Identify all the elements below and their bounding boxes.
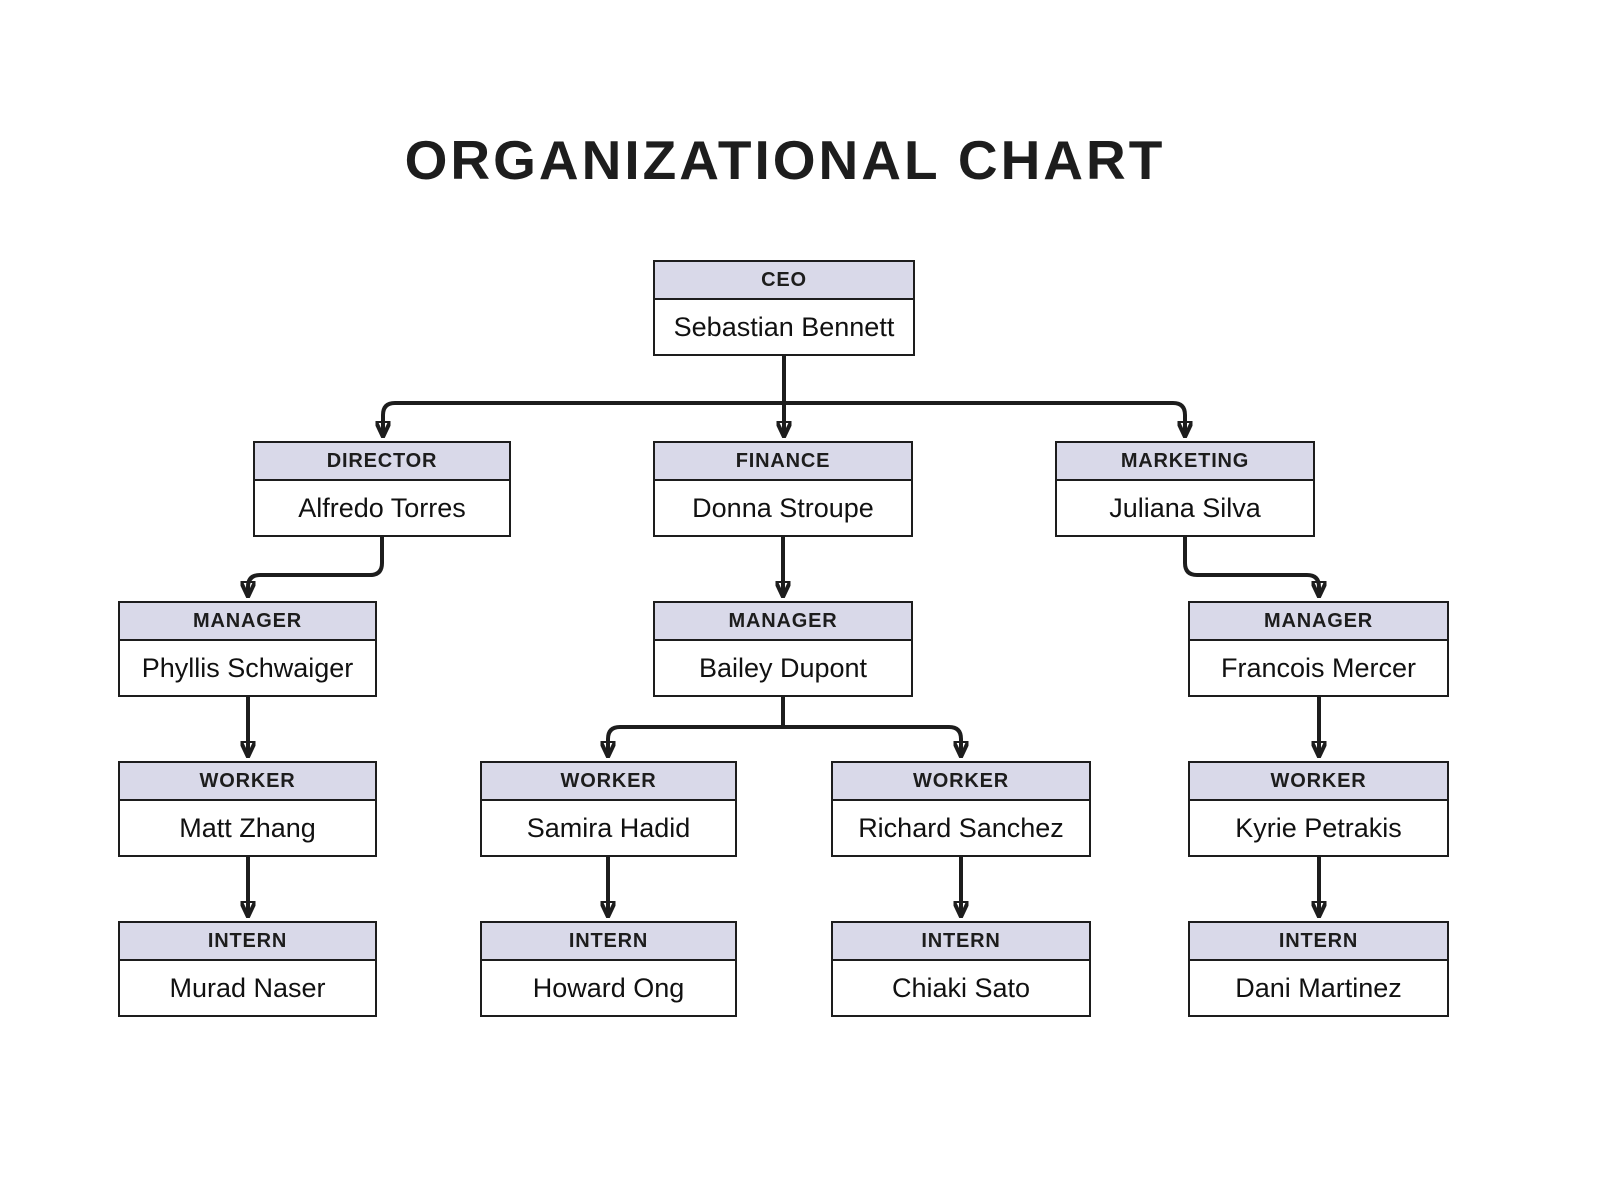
role-label: INTERN xyxy=(482,923,735,961)
role-label: MARKETING xyxy=(1057,443,1313,481)
org-node-worker-2: WORKER Samira Hadid xyxy=(480,761,737,857)
page-title: ORGANIZATIONAL CHART xyxy=(404,129,1166,191)
org-node-marketing: MARKETING Juliana Silva xyxy=(1055,441,1315,537)
role-label: WORKER xyxy=(120,763,375,801)
org-node-intern-1: INTERN Murad Naser xyxy=(118,921,377,1017)
person-name: Murad Naser xyxy=(169,972,326,1003)
person-name: Dani Martinez xyxy=(1235,972,1402,1003)
person-name: Chiaki Sato xyxy=(891,972,1031,1003)
org-node-intern-2: INTERN Howard Ong xyxy=(480,921,737,1017)
role-label: FINANCE xyxy=(655,443,911,481)
org-node-worker-3: WORKER Richard Sanchez xyxy=(831,761,1091,857)
org-node-ceo: CEO Sebastian Bennett xyxy=(653,260,915,356)
org-node-manager-3: MANAGER Francois Mercer xyxy=(1188,601,1449,697)
role-label: DIRECTOR xyxy=(255,443,509,481)
person-name: Juliana Silva xyxy=(1109,492,1261,523)
org-node-worker-4: WORKER Kyrie Petrakis xyxy=(1188,761,1449,857)
person-name: Richard Sanchez xyxy=(858,812,1064,843)
person-name: Francois Mercer xyxy=(1220,652,1417,683)
person-name: Samira Hadid xyxy=(526,812,691,843)
role-label: CEO xyxy=(655,262,913,300)
role-label: INTERN xyxy=(833,923,1089,961)
person-name: Sebastian Bennett xyxy=(673,311,895,342)
connector-path xyxy=(1183,537,1319,594)
role-label: INTERN xyxy=(1190,923,1447,961)
person-name: Bailey Dupont xyxy=(698,652,868,683)
org-node-finance: FINANCE Donna Stroupe xyxy=(653,441,913,537)
person-name: Howard Ong xyxy=(532,972,685,1003)
person-name: Donna Stroupe xyxy=(692,492,874,523)
person-name: Matt Zhang xyxy=(179,812,316,843)
connector-path xyxy=(783,725,961,754)
connector-path xyxy=(383,401,784,434)
org-node-intern-4: INTERN Dani Martinez xyxy=(1188,921,1449,1017)
role-label: WORKER xyxy=(482,763,735,801)
connector-path xyxy=(608,725,783,754)
role-label: MANAGER xyxy=(655,603,911,641)
role-label: INTERN xyxy=(120,923,375,961)
role-label: WORKER xyxy=(833,763,1089,801)
role-label: MANAGER xyxy=(1190,603,1447,641)
connector-path xyxy=(784,401,1185,434)
org-node-manager-2: MANAGER Bailey Dupont xyxy=(653,601,913,697)
role-label: MANAGER xyxy=(120,603,375,641)
person-name: Kyrie Petrakis xyxy=(1235,812,1402,843)
org-node-worker-1: WORKER Matt Zhang xyxy=(118,761,377,857)
org-node-manager-1: MANAGER Phyllis Schwaiger xyxy=(118,601,377,697)
role-label: WORKER xyxy=(1190,763,1447,801)
person-name: Phyllis Schwaiger xyxy=(141,652,354,683)
org-node-intern-3: INTERN Chiaki Sato xyxy=(831,921,1091,1017)
org-node-director: DIRECTOR Alfredo Torres xyxy=(253,441,511,537)
connector-path xyxy=(248,537,384,594)
person-name: Alfredo Torres xyxy=(298,492,466,523)
